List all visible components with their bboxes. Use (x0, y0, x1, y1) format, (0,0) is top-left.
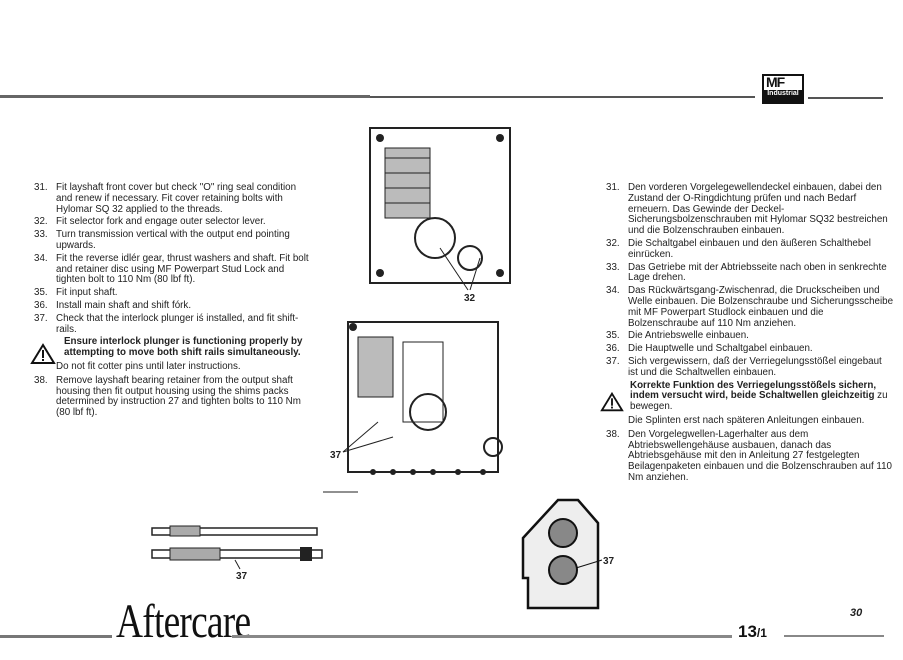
footer-rule-middle (232, 635, 732, 638)
header-rule-right (808, 97, 883, 99)
section-number: 13/1 (738, 622, 767, 641)
step-36: 36.Install main shaft and shift fórk. (34, 299, 192, 311)
figure-label-37-rails: 37 (236, 571, 248, 582)
header-rule (0, 96, 755, 98)
step-31: 31.Fit layshaft front cover but check "O… (34, 182, 297, 215)
schritt-36: 36.Die Hauptwelle und Schaltgabel einbau… (606, 343, 813, 355)
footer-title: Aftercare (116, 595, 251, 648)
footer-rule-left (0, 635, 112, 638)
figure-transmission-middle (323, 321, 503, 493)
note: Do not fit cotter pins until later instr… (56, 360, 241, 372)
schritt-33: 33.Das Getriebe mit der Abtriebsseite na… (606, 261, 887, 284)
schritt-34: 34.Das Rückwärtsgang-Zwischenrad, die Dr… (606, 285, 894, 329)
schritt-31: 31.Den vorderen Vorgelegewellendeckel ei… (606, 182, 888, 237)
figure-label-37-housing: 37 (603, 556, 615, 567)
warning-block: Ensure interlock plunger is functioning … (30, 337, 309, 365)
schritt-38: 38.Den Vorgelegwellen-Lagerhalter aus de… (606, 428, 893, 483)
step-33: 33.Turn transmission vertical with the o… (34, 229, 290, 251)
header-rule-bold (0, 95, 370, 98)
step-38: 38.Remove layshaft bearing retainer from… (34, 374, 301, 419)
figure-housing-section (521, 498, 603, 610)
english-column: 31.Fit layshaft front cover but check "O… (30, 182, 309, 421)
schritt-37: 37.Sich vergewissern, daß der Verriegelu… (606, 355, 882, 378)
step-32: 32.Fit selector fork and engage outer se… (34, 216, 266, 228)
figure-shift-rails (151, 525, 323, 570)
german-column: 31.Den vorderen Vorgelegewellendeckel ei… (600, 182, 894, 486)
figure-transmission-top (369, 127, 511, 291)
step-34: 34.Fit the reverse idlér gear, thrust wa… (34, 252, 309, 286)
page-number: 30 (850, 607, 863, 619)
footer-rule-right (784, 635, 884, 637)
step-35: 35.Fit input shaft. (34, 287, 118, 299)
hinweis: Die Splinten erst nach späteren Anleitun… (628, 414, 865, 426)
schritt-32: 32.Die Schaltgabel einbauen und den äuße… (606, 237, 871, 260)
figure-label-37-middle: 37 (330, 450, 342, 461)
warnung-block: Korrekte Funktion des Verriegelungsstöße… (600, 380, 894, 413)
figure-label-32: 32 (464, 293, 476, 304)
warning-icon (600, 391, 624, 411)
schritt-35: 35.Die Antriebswelle einbauen. (606, 330, 749, 342)
warning-icon (30, 343, 56, 365)
step-37: 37.Check that the interlock plunger iś i… (34, 312, 299, 335)
